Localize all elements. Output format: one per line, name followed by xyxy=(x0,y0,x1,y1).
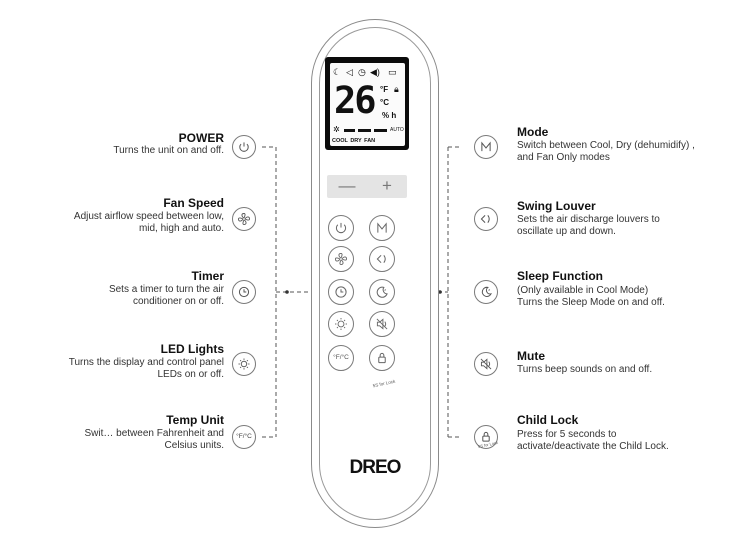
remote-sleep-button[interactable]: z xyxy=(369,279,395,305)
lcd-temperature: 26 xyxy=(334,79,377,122)
mute-icon xyxy=(480,358,492,370)
mute-title: Mute xyxy=(517,349,545,363)
sleep-function-title: Sleep Function xyxy=(517,269,604,283)
lcd-unit-c: °C xyxy=(380,98,389,107)
sleep-icon: z xyxy=(481,286,492,297)
remote-fan-button[interactable] xyxy=(328,246,354,272)
lock-icon xyxy=(378,352,386,364)
sleep-function-desc-line1: (Only available in Cool Mode) xyxy=(517,285,649,296)
temp-unit-callout-icon: °F/°C xyxy=(232,425,256,449)
sleep-function-desc-line2: Turns the Sleep Mode on and off. xyxy=(517,297,665,308)
speaker-icon: ◀) xyxy=(370,67,380,77)
swing-icon: ◁ xyxy=(346,67,353,77)
child-lock-callout-icon xyxy=(474,425,498,449)
lcd-lock-icon: 🔒︎ xyxy=(394,84,399,94)
remote-led-button[interactable] xyxy=(328,311,354,337)
lcd-fan-icon: ✲ xyxy=(333,125,340,134)
temp-unit-icon: °F/°C xyxy=(333,354,349,361)
svg-text:z: z xyxy=(384,288,386,292)
led-lights-title: LED Lights xyxy=(160,342,224,356)
remote-timer-button[interactable] xyxy=(328,279,354,305)
led-lights-callout-icon xyxy=(232,352,256,376)
remote-power-button[interactable] xyxy=(328,215,354,241)
fan-speed-desc-line1: Adjust airflow speed between low, xyxy=(73,211,224,222)
remote-swing-button[interactable] xyxy=(369,246,395,272)
remote-temp-unit-button[interactable]: °F/°C xyxy=(328,345,354,371)
mode-callout-icon xyxy=(474,135,498,159)
lcd-display: ☾ ◁ ◷ ◀) ▭ 26 °F 🔒︎ °C % h ✲ AUTO COOL D… xyxy=(325,57,409,150)
timer-desc-line2: conditioner on or off. xyxy=(133,296,224,307)
timer-title: Timer xyxy=(191,269,224,283)
fan-icon xyxy=(238,213,250,225)
fan-speed-title: Fan Speed xyxy=(163,196,224,210)
temp-down-button[interactable]: — xyxy=(338,176,356,195)
power-icon xyxy=(335,222,347,234)
child-lock-title: Child Lock xyxy=(517,413,579,427)
mode-desc-line1: Switch between Cool, Dry (dehumidify) , xyxy=(517,140,695,151)
mode-icon xyxy=(481,141,491,152)
clock-icon: ◷ xyxy=(358,67,366,77)
lcd-screen: ☾ ◁ ◷ ◀) ▭ 26 °F 🔒︎ °C % h ✲ AUTO COOL D… xyxy=(330,63,405,146)
power-icon xyxy=(239,142,249,152)
led-lights-desc-line1: Turns the display and control panel xyxy=(68,357,224,368)
power-desc: Turns the unit on and off. xyxy=(113,145,224,156)
temp-unit-desc-line2: Celsius units. xyxy=(164,440,224,451)
lcd-fan-bar xyxy=(344,129,355,132)
fan-speed-desc-line2: mid, high and auto. xyxy=(138,223,224,234)
temp-up-button[interactable]: + xyxy=(382,176,392,195)
mute-callout-icon xyxy=(474,352,498,376)
mute-desc: Turns beep sounds on and off. xyxy=(517,364,653,375)
temp-unit-title: Temp Unit xyxy=(166,413,224,427)
svg-text:z: z xyxy=(488,288,490,292)
battery-icon: ▭ xyxy=(388,67,397,77)
moon-icon: ☾ xyxy=(333,67,342,77)
light-bulb-icon xyxy=(238,358,250,370)
lcd-unit-f: °F xyxy=(380,85,389,94)
remote-mode-button[interactable] xyxy=(369,215,395,241)
fan-icon xyxy=(334,252,348,266)
fan-speed-callout-icon xyxy=(232,207,256,231)
mode-title: Mode xyxy=(517,125,549,139)
temp-unit-desc-line1: Swit… between Fahrenheit and xyxy=(84,428,224,439)
mode-desc-line2: and Fan Only modes xyxy=(517,152,610,163)
remote-lock-button[interactable] xyxy=(369,345,395,371)
power-callout-icon xyxy=(232,135,256,159)
mute-icon xyxy=(376,318,388,330)
timer-callout-icon xyxy=(232,280,256,304)
lcd-fan-bar xyxy=(374,129,387,132)
timer-desc-line1: Sets a timer to turn the air xyxy=(108,284,224,295)
swing-louver-desc-line1: Sets the air discharge louvers to xyxy=(517,214,660,225)
clock-icon xyxy=(238,286,250,298)
swing-louver-desc-line2: oscillate up and down. xyxy=(517,226,616,237)
lcd-fan-bar xyxy=(358,129,371,132)
sleep-callout-icon: z xyxy=(474,280,498,304)
sleep-icon: z xyxy=(376,286,388,298)
swing-louver-callout-icon xyxy=(474,207,498,231)
temp-unit-icon: °F/°C xyxy=(236,433,252,440)
swing-louver-icon xyxy=(480,214,490,224)
light-bulb-icon xyxy=(335,318,347,330)
swing-louver-icon xyxy=(376,254,386,264)
led-lights-desc-line2: LEDs on or off. xyxy=(157,369,224,380)
lcd-modes: COOL DRY FAN xyxy=(332,138,376,144)
child-lock-desc-line1: Press for 5 seconds to xyxy=(517,429,617,440)
swing-louver-title: Swing Louver xyxy=(517,199,596,213)
lcd-humidity: % h xyxy=(382,111,397,120)
mode-icon xyxy=(377,222,387,233)
child-lock-desc-line2: activate/deactivate the Child Lock. xyxy=(517,441,669,452)
remote-mute-button[interactable] xyxy=(369,311,395,337)
power-title: POWER xyxy=(178,131,224,145)
brand-logo: DREO xyxy=(349,457,402,478)
clock-icon xyxy=(335,286,347,298)
temp-adjust-bar: — + xyxy=(327,175,407,198)
lcd-fan-auto: AUTO xyxy=(390,127,404,133)
lock-icon xyxy=(482,431,490,442)
